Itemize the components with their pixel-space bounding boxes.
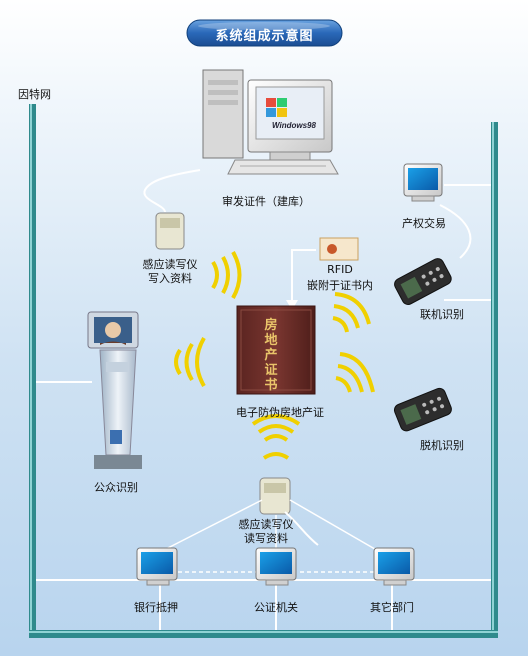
- reader-top-label-1: 感应读写仪: [142, 258, 198, 271]
- rfid-pointer: [291, 249, 316, 302]
- reader-bottom-label-2: 读写资料: [244, 532, 288, 545]
- title-banner: [186, 19, 343, 47]
- cable-trade-handheld: [439, 204, 472, 259]
- reader-bottom-label-1: 感应读写仪: [238, 518, 294, 531]
- other-dept-computer: [373, 547, 415, 586]
- wave-cert-left: [174, 336, 206, 388]
- offline-handheld: [393, 387, 452, 432]
- rfid-tag: [319, 237, 359, 261]
- notary-computer: [255, 547, 297, 586]
- internet-label: 因特网: [18, 88, 51, 101]
- issuer-label: 审发证件（建库）: [222, 195, 310, 208]
- wave-cert-right-top: [332, 292, 371, 333]
- notary-label: 公证机关: [254, 601, 298, 614]
- windows-logo-text: Windows98: [272, 121, 316, 130]
- public-kiosk: [87, 311, 142, 469]
- cable-pc-reader: [143, 169, 201, 213]
- other-dept-label: 其它部门: [370, 601, 414, 614]
- bank-label: 银行抵押: [134, 601, 178, 614]
- wave-cert-bottom: [251, 414, 301, 460]
- public-label: 公众识别: [94, 481, 138, 494]
- online-label: 联机识别: [420, 308, 464, 321]
- cert-caption: 电子防伪房地产证: [236, 406, 324, 419]
- rfid-label-1: RFID: [327, 263, 353, 276]
- diagram-title: 系统组成示意图: [215, 29, 314, 44]
- wave-cert-right-bottom: [335, 352, 375, 393]
- reader-bottom-device: [259, 477, 291, 515]
- trade-computer: [403, 163, 443, 202]
- wave-top-reader: [211, 251, 242, 299]
- bank-computer: [136, 547, 178, 586]
- reader-top-label-2: 写入资料: [148, 272, 192, 285]
- rfid-label-2: 嵌附于证书内: [307, 279, 373, 292]
- online-handheld: [394, 258, 452, 305]
- reader-top-device: [155, 212, 185, 250]
- offline-label: 脱机识别: [420, 439, 464, 452]
- trade-label: 产权交易: [402, 217, 446, 230]
- certificate-book: [236, 305, 316, 395]
- cert-cover-text: 房地产证书: [264, 318, 278, 393]
- issuer-computer: [202, 69, 339, 175]
- cable-bottom-reader: [284, 511, 319, 546]
